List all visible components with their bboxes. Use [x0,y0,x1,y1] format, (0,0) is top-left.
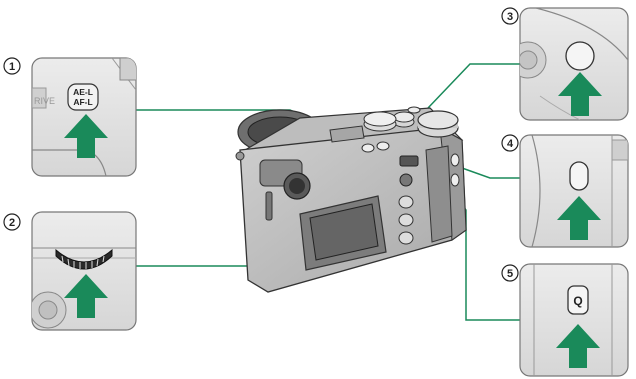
side-button[interactable] [570,162,588,190]
callout-number-3: 3 [502,8,518,24]
callout-number-2: 2 [4,214,20,230]
callout-panel-5: Q [520,264,628,376]
leader-line-5 [458,200,520,320]
svg-text:4: 4 [507,138,514,150]
q-button-label: Q [573,294,582,308]
callout-number-5: 5 [502,265,518,281]
callout-panel-2 [30,212,136,330]
afl-button-label: AF-L [73,97,92,107]
callout-number-1: 1 [4,58,20,74]
svg-text:2: 2 [9,217,15,229]
ael-button-label: AE-L [73,87,93,97]
svg-text:3: 3 [507,11,513,23]
svg-text:1: 1 [9,61,15,73]
leader-line-3 [428,64,520,108]
camera-body [236,107,466,292]
shutter-button[interactable] [566,42,594,70]
callout-number-4: 4 [502,135,518,151]
callout-panel-1: RIVE AE-L AF-L [32,58,140,176]
svg-text:5: 5 [507,268,513,280]
leader-line-4 [462,168,520,178]
callout-panel-3 [510,8,628,120]
callout-panel-4 [520,135,628,247]
panel1-side-label: RIVE [34,96,55,106]
